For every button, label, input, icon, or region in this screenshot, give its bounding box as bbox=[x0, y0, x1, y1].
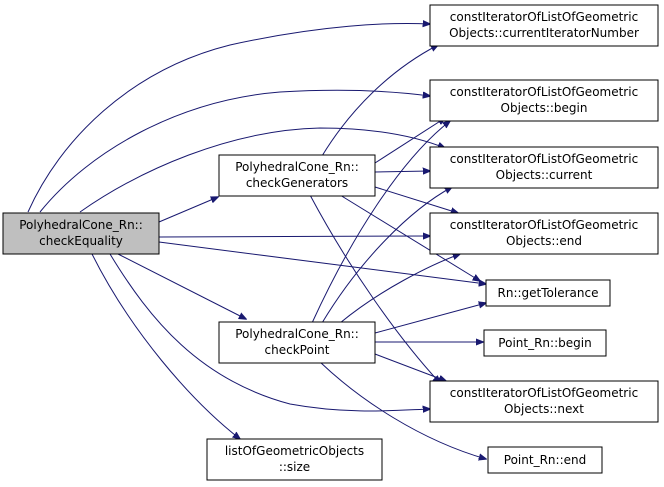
edge-checkEquality-checkGenerators bbox=[158, 197, 218, 223]
node-lcurrent[interactable]: constIteratorOfListOfGeometric Objects::… bbox=[429, 146, 659, 189]
node-lend[interactable]: constIteratorOfListOfGeometric Objects::… bbox=[429, 212, 659, 255]
node-checkEquality[interactable]: PolyhedralCone_Rn:: checkEquality bbox=[2, 212, 160, 255]
node-label: constIteratorOfListOfGeometric bbox=[450, 386, 638, 400]
node-label: Objects::next bbox=[504, 402, 584, 416]
node-label: Objects::end bbox=[506, 234, 582, 248]
node-lbegin[interactable]: constIteratorOfListOfGeometric Objects::… bbox=[429, 79, 659, 122]
edge-checkEquality-lnext bbox=[109, 253, 430, 411]
node-size[interactable]: listOfGeometricObjects ::size bbox=[206, 438, 383, 481]
node-pbegin[interactable]: Point_Rn::begin bbox=[483, 329, 607, 357]
edge-checkPoint-lnext bbox=[374, 353, 446, 381]
edge-checkEquality-lcurrent bbox=[79, 127, 445, 213]
edges bbox=[27, 23, 486, 459]
edge-checkEquality-lend bbox=[158, 236, 430, 237]
node-label: constIteratorOfListOfGeometric bbox=[450, 85, 638, 99]
node-label: constIteratorOfListOfGeometric bbox=[450, 10, 638, 24]
node-label: Objects::current bbox=[496, 168, 593, 182]
edge-checkEquality-currentIteratorNumber bbox=[27, 23, 430, 213]
node-label: PolyhedralCone_Rn:: bbox=[19, 218, 143, 232]
node-label: constIteratorOfListOfGeometric bbox=[450, 218, 638, 232]
node-label: constIteratorOfListOfGeometric bbox=[450, 152, 638, 166]
node-checkGenerators[interactable]: PolyhedralCone_Rn:: checkGenerators bbox=[218, 154, 376, 197]
edge-checkEquality-size bbox=[91, 253, 240, 439]
edge-checkPoint-lend bbox=[339, 254, 460, 324]
edge-checkGenerators-getTolerance bbox=[339, 194, 480, 281]
edge-checkGenerators-lend bbox=[374, 186, 458, 213]
node-checkPoint[interactable]: PolyhedralCone_Rn:: checkPoint bbox=[218, 321, 376, 364]
node-label: checkEquality bbox=[39, 234, 123, 248]
node-currentIteratorNumber[interactable]: constIteratorOfListOfGeometric Objects::… bbox=[429, 4, 659, 47]
edge-checkEquality-getTolerance bbox=[158, 241, 486, 284]
edge-checkPoint-getTolerance bbox=[374, 303, 486, 334]
node-lnext[interactable]: constIteratorOfListOfGeometric Objects::… bbox=[429, 380, 659, 423]
node-label: Point_Rn::end bbox=[504, 453, 586, 467]
node-label: listOfGeometricObjects bbox=[225, 444, 364, 458]
edge-checkGenerators-currentIteratorNumber bbox=[321, 45, 438, 157]
edge-checkPoint-lbegin bbox=[311, 121, 450, 324]
edge-checkGenerators-lbegin bbox=[374, 118, 445, 164]
edge-checkGenerators-lnext bbox=[309, 194, 440, 383]
node-label: PolyhedralCone_Rn:: bbox=[235, 327, 359, 341]
node-label: checkPoint bbox=[265, 343, 330, 357]
node-label: Rn::getTolerance bbox=[498, 286, 599, 300]
node-pend[interactable]: Point_Rn::end bbox=[487, 446, 603, 474]
edge-checkPoint-pend bbox=[319, 361, 486, 459]
edge-checkEquality-checkPoint bbox=[117, 253, 246, 319]
node-label: Objects::currentIteratorNumber bbox=[449, 26, 639, 40]
edge-checkEquality-lbegin bbox=[39, 89, 430, 213]
node-label: ::size bbox=[279, 460, 310, 474]
edge-checkPoint-lcurrent bbox=[321, 187, 452, 324]
node-label: checkGenerators bbox=[246, 176, 348, 190]
node-label: PolyhedralCone_Rn:: bbox=[235, 160, 359, 174]
node-label: Point_Rn::begin bbox=[498, 336, 591, 350]
node-label: Objects::begin bbox=[501, 101, 588, 115]
node-getTolerance[interactable]: Rn::getTolerance bbox=[485, 279, 611, 307]
edge-checkGenerators-lcurrent bbox=[374, 171, 430, 172]
